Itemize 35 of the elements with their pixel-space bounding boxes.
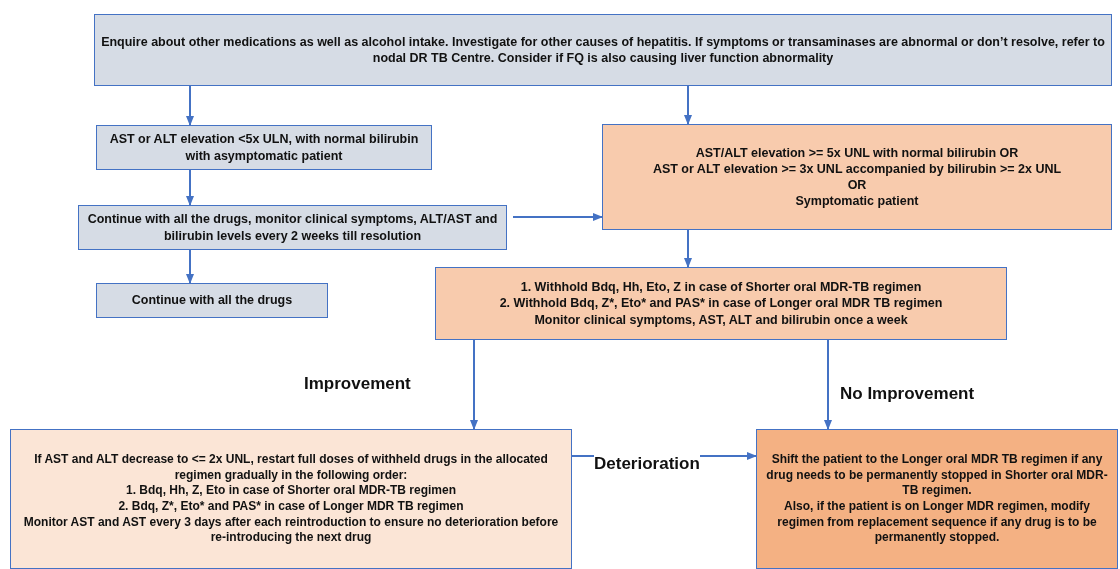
node-text: AST or ALT elevation >= 3x UNL accompanied by bilirubin >= 2x UNL <box>651 160 1063 177</box>
node-text: If AST and ALT decrease to <= 2x UNL, restart full doses of withheld drugs in the allocated regimen gradually in the following order: <box>33 452 549 484</box>
node-text: AST or ALT elevation <5x ULN, with normal bilirubin with asymptomatic patient <box>108 131 420 164</box>
node-text: 2. Bdq, Z*, Eto* and PAS* in case of Longer MDR TB regimen <box>117 499 465 515</box>
node-text: 1. Bdq, Hh, Z, Eto in case of Shorter oral MDR-TB regimen <box>124 483 457 499</box>
node-text: Continue with all the drugs, monitor clinical symptoms, ALT/AST and bilirubin levels every 2 weeks till resolution <box>86 211 499 244</box>
arrow <box>512 213 603 221</box>
node-text: Monitor clinical symptoms, AST, ALT and bilirubin once a week <box>533 311 909 328</box>
node-text: OR <box>846 177 868 194</box>
process-box <box>10 429 572 569</box>
process-box <box>435 267 1007 340</box>
arrow <box>684 229 692 268</box>
process-box <box>96 283 328 318</box>
node-text: Shift the patient to the Longer oral MDR TB regimen if any drug needs to be permanently stopped in Shorter oral MDR-TB regimen. <box>765 452 1109 499</box>
process-box <box>94 14 1112 86</box>
arrow <box>186 249 194 284</box>
arrow <box>186 169 194 206</box>
node-text: Continue with all the drugs <box>130 292 294 309</box>
node-text: 2. Withhold Bdq, Z*, Eto* and PAS* in case of Longer oral MDR TB regimen <box>498 295 944 312</box>
arrow <box>470 339 478 430</box>
edge-label: Improvement <box>304 374 411 394</box>
process-box <box>78 205 507 250</box>
node-text: Enquire about other medications as well as alcohol intake. Investigate for other causes of hepatitis. If symptoms or transaminases are abnormal or don’t resolve, refer to nodal DR TB Centre. Consider if FQ is also causing liver function abnormality <box>101 33 1105 67</box>
process-box <box>756 429 1118 569</box>
node-text: AST/ALT elevation >= 5x UNL with normal bilirubin OR <box>694 144 1020 161</box>
node-text: Also, if the patient is on Longer MDR regimen, modify regimen from replacement sequence if any drug is to be permanently stopped. <box>776 499 1098 546</box>
node-text: Symptomatic patient <box>794 193 920 210</box>
node-text: Monitor AST and AST every 3 days after each reintroduction to ensure no deterioration before re-introducing the next drug <box>22 514 560 546</box>
arrow <box>186 85 194 126</box>
arrow <box>824 339 832 430</box>
condition-box <box>96 125 432 170</box>
condition-box <box>602 124 1112 230</box>
node-text: 1. Withhold Bdq, Hh, Eto, Z in case of Shorter oral MDR-TB regimen <box>519 279 923 296</box>
arrow <box>684 85 692 125</box>
edge-label: No Improvement <box>840 384 975 404</box>
